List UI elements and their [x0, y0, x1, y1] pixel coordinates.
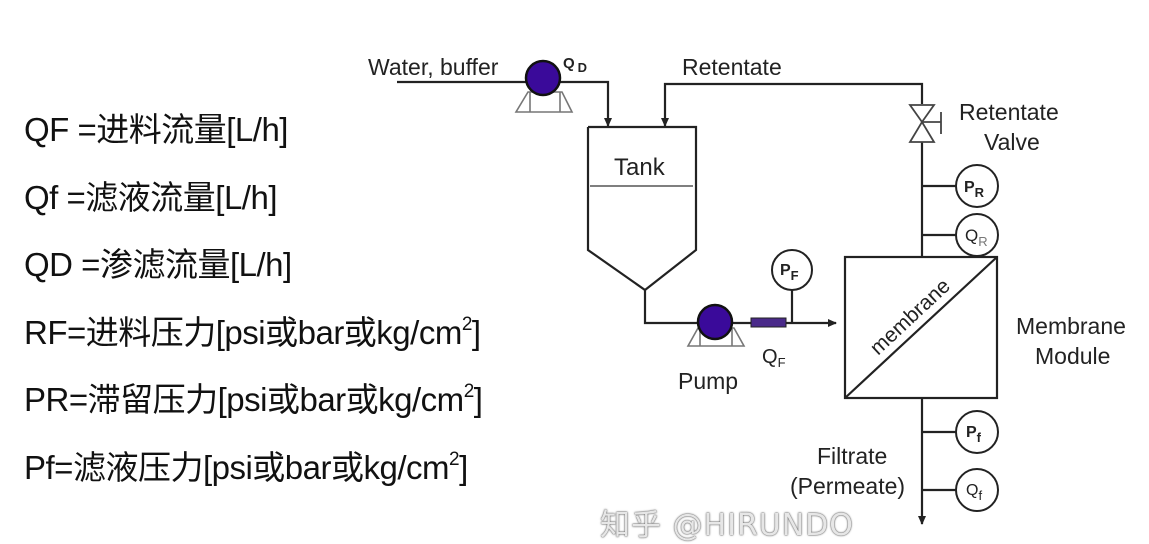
pr-gauge	[955, 164, 999, 208]
legend-rf: RF=进料压力[psi或bar或kg/cm2]	[24, 313, 481, 351]
feed-pump-icon	[686, 303, 746, 347]
membrane-module-label-1: Membrane	[1016, 313, 1126, 339]
retentate-valve-label-1: Retentate	[959, 99, 1059, 125]
pump-label: Pump	[678, 368, 738, 394]
membrane-module-label-2: Module	[1035, 343, 1110, 369]
pf-filtrate-label: Pf	[966, 424, 982, 445]
variable-legend: QF =进料流量[L/h] Qf =滤液流量[L/h] QD =渗滤流量[L/h…	[24, 108, 483, 513]
tank	[586, 125, 698, 292]
retentate-valve-label-2: Valve	[984, 129, 1040, 155]
watermark: 知乎 @HIRUNDO	[600, 508, 854, 543]
retentate-line	[661, 82, 924, 127]
filtrate-label-1: Filtrate	[817, 443, 887, 469]
qf-label: QF	[762, 346, 786, 370]
flow-meter-icon	[750, 317, 787, 328]
feed-line	[643, 290, 837, 327]
filtrate-label-2: (Permeate)	[790, 473, 905, 499]
qr-gauge	[955, 213, 999, 257]
pr-label: PR	[964, 179, 985, 200]
pf-filtrate-gauge	[955, 410, 999, 454]
legend-qf-filtrate: Qf =滤液流量[L/h]	[24, 178, 278, 216]
legend-pf: Pf=滤液压力[psi或bar或kg/cm2]	[24, 448, 468, 486]
retentate-label: Retentate	[682, 54, 782, 80]
legend-qf: QF =进料流量[L/h]	[24, 111, 288, 148]
legend-pr: PR=滞留压力[psi或bar或kg/cm2]	[24, 381, 483, 418]
retentate-valve-icon	[908, 104, 942, 143]
qf-filtrate-label: Qf	[966, 482, 982, 503]
membrane-label: membrane	[866, 274, 955, 359]
buffer-line	[397, 80, 612, 127]
pf-label: PF	[780, 262, 799, 283]
qf-filtrate-gauge	[955, 468, 999, 512]
diafiltration-pump-icon	[514, 59, 574, 113]
pf-gauge	[771, 249, 813, 291]
tank-label: Tank	[614, 154, 666, 181]
water-buffer-label: Water, buffer	[368, 54, 499, 80]
legend-qd: QD =渗滤流量[L/h]	[24, 246, 292, 283]
qr-label: QR	[965, 226, 988, 249]
